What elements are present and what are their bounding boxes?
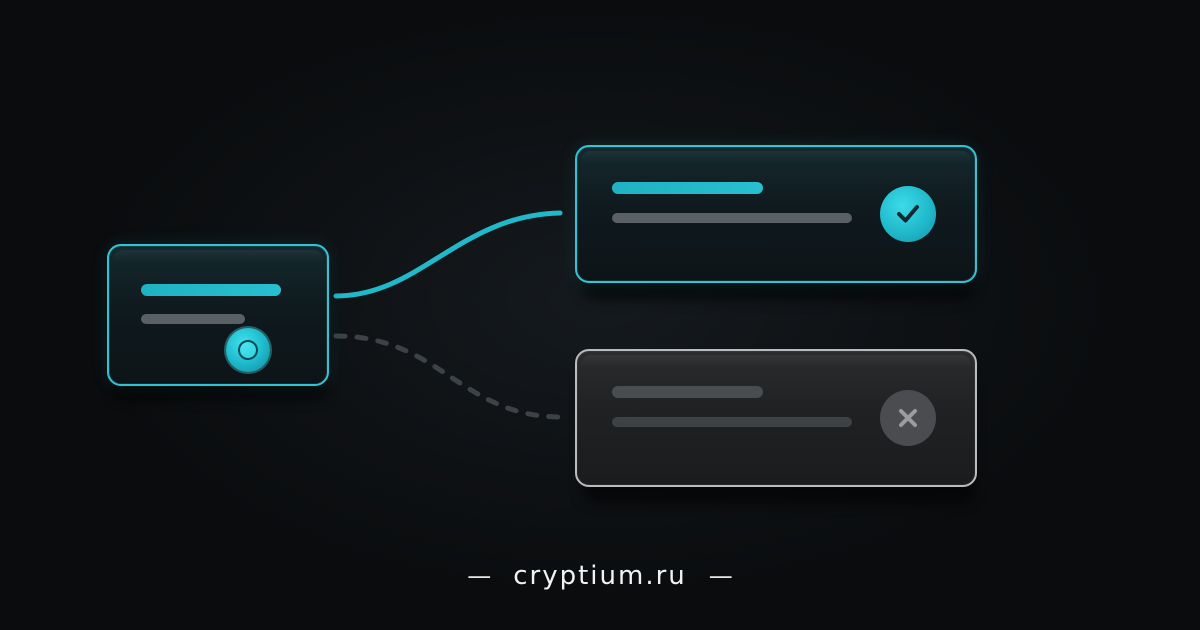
failure-connector: [333, 333, 563, 420]
circle-node-icon: [226, 328, 270, 372]
card-sheen: [581, 151, 971, 163]
node-ring: [238, 340, 258, 360]
success-card[interactable]: [575, 145, 977, 283]
checkmark-glyph: [897, 205, 919, 223]
card-sheen: [113, 250, 323, 262]
failure-subtitle-bar: [612, 417, 852, 427]
failure-title-bar: [612, 386, 763, 398]
source-subtitle-bar: [141, 314, 245, 324]
brand-name: cryptium.ru: [513, 561, 687, 591]
source-card[interactable]: [107, 244, 329, 386]
success-title-bar: [612, 182, 763, 194]
footer-right-dash: —: [708, 562, 733, 590]
card-sheen: [581, 355, 971, 367]
success-connector: [333, 210, 563, 299]
x-icon: [880, 390, 936, 446]
footer-left-dash: —: [467, 562, 492, 590]
source-title-bar: [141, 284, 281, 296]
checkmark-icon: [880, 186, 936, 242]
x-glyph: [899, 409, 917, 427]
failure-card[interactable]: [575, 349, 977, 487]
footer-brand: — cryptium.ru —: [0, 556, 1200, 596]
success-subtitle-bar: [612, 213, 852, 223]
